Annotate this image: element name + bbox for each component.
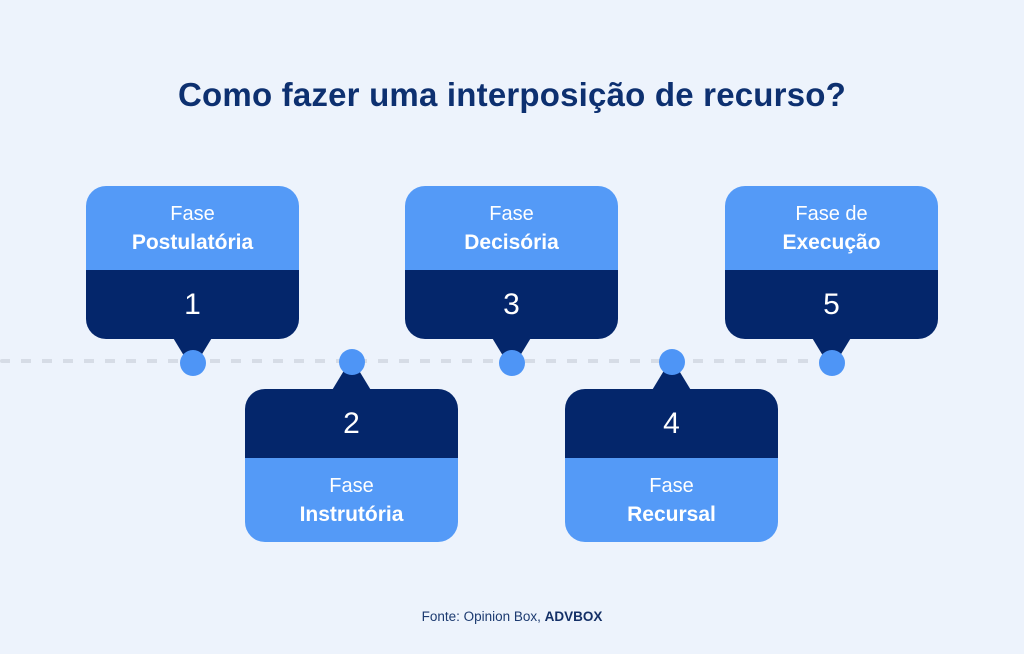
phase-number: 5 xyxy=(823,287,840,321)
phase-card-body: Fase Instrutória 2 xyxy=(245,389,458,542)
phase-number-section: 4 xyxy=(565,389,778,458)
phase-number-section: 5 xyxy=(725,270,938,339)
phase-label-line2: Decisória xyxy=(464,230,559,254)
phase-label-section: Fase Decisória xyxy=(405,186,618,270)
timeline-dot xyxy=(179,350,206,376)
phase-label-section: Fase Recursal xyxy=(565,458,778,542)
phase-label-line1: Fase xyxy=(170,202,215,225)
phase-number: 2 xyxy=(343,406,360,440)
phase-number: 3 xyxy=(503,287,520,321)
phase-label-line1: Fase xyxy=(649,474,694,497)
source-text: Fonte: Opinion Box, xyxy=(421,609,545,624)
phase-card: Fase de Execução 5 xyxy=(725,186,938,376)
phase-label-section: Fase de Execução xyxy=(725,186,938,270)
phase-card: Fase Instrutória 2 xyxy=(245,349,458,542)
phase-label-section: Fase Instrutória xyxy=(245,458,458,542)
timeline-dot xyxy=(818,350,845,376)
phase-label-line1: Fase xyxy=(329,474,374,497)
phase-card: Fase Decisória 3 xyxy=(405,186,618,376)
phase-card: Fase Postulatória 1 xyxy=(86,186,299,376)
phase-label-line2: Instrutória xyxy=(299,502,404,526)
phase-label-line2: Execução xyxy=(782,230,881,254)
phase-label-section: Fase Postulatória xyxy=(86,186,299,270)
timeline-dashed-line xyxy=(0,359,845,363)
timeline-dot xyxy=(338,349,365,375)
phase-number-section: 1 xyxy=(86,270,299,339)
timeline-dot xyxy=(658,349,685,375)
phase-card-body: Fase Decisória 3 xyxy=(405,186,618,339)
phase-number-section: 3 xyxy=(405,270,618,339)
page-title: Como fazer uma interposição de recurso? xyxy=(178,76,846,113)
phase-number: 1 xyxy=(184,287,201,321)
source-brand: ADVBOX xyxy=(544,609,603,624)
timeline-dot xyxy=(498,350,525,376)
phase-number: 4 xyxy=(663,406,680,440)
phase-label-line2: Recursal xyxy=(627,502,716,526)
phase-card-body: Fase de Execução 5 xyxy=(725,186,938,339)
phase-card: Fase Recursal 4 xyxy=(565,349,778,542)
phase-label-line1: Fase xyxy=(489,202,534,225)
phase-card-body: Fase Postulatória 1 xyxy=(86,186,299,339)
phase-label-line2: Postulatória xyxy=(131,230,254,254)
phase-card-body: Fase Recursal 4 xyxy=(565,389,778,542)
phase-number-section: 2 xyxy=(245,389,458,458)
source-note: Fonte: Opinion Box, ADVBOX xyxy=(0,609,1024,624)
phase-label-line1: Fase de xyxy=(795,202,868,225)
